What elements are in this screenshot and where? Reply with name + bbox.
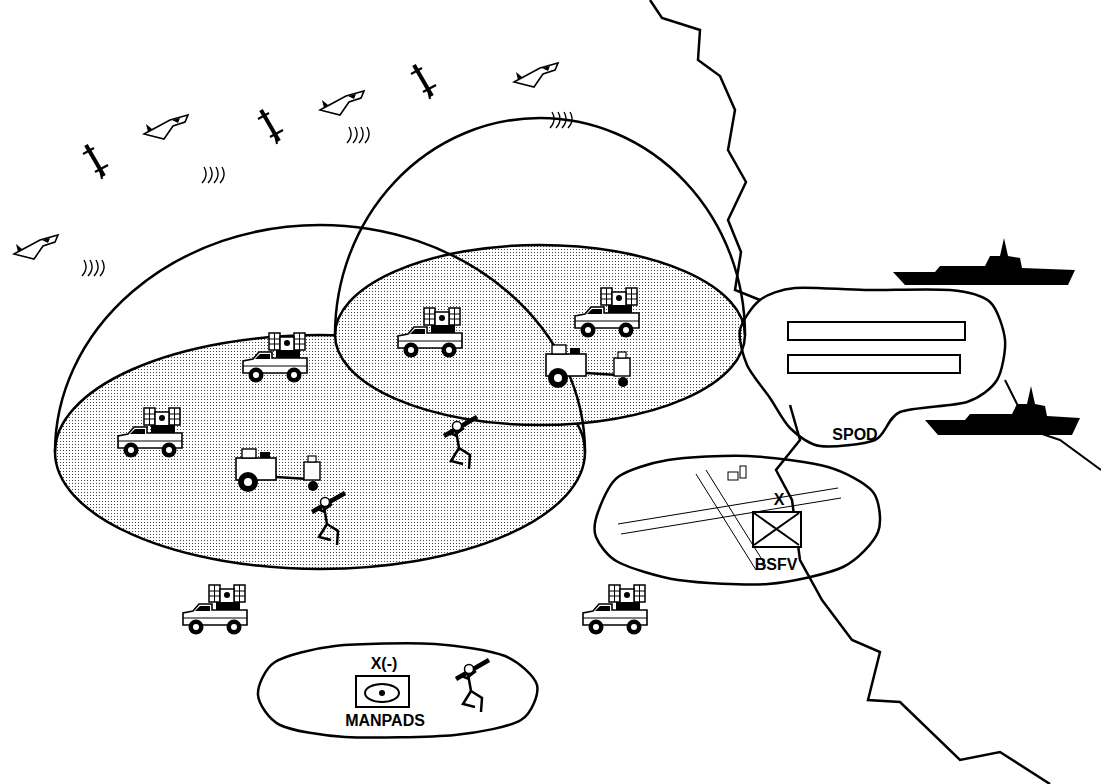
avenger-vehicle bbox=[575, 288, 639, 338]
pier bbox=[788, 322, 965, 340]
air-defense-dot bbox=[379, 690, 385, 696]
runway-edge bbox=[621, 498, 841, 534]
runway bbox=[618, 466, 841, 570]
node-label: MANPADS bbox=[345, 712, 425, 730]
ship bbox=[925, 386, 1080, 435]
coverage-dome bbox=[335, 118, 745, 335]
enemy-aircraft bbox=[514, 63, 558, 87]
node-label: X(-) bbox=[371, 655, 398, 673]
trailer-vehicle bbox=[236, 449, 320, 492]
avenger-vehicle bbox=[398, 308, 462, 358]
symbol-mark bbox=[754, 513, 800, 546]
unit-symbol: X(-) bbox=[355, 675, 410, 708]
signal-arcs bbox=[82, 260, 104, 276]
cruise-missile bbox=[83, 145, 108, 179]
manpads-soldier bbox=[456, 660, 489, 712]
port-area: SPOD bbox=[735, 280, 1010, 455]
airfield-area: BSFV X bbox=[588, 452, 883, 590]
coastline bbox=[650, 0, 1050, 784]
tower bbox=[728, 472, 738, 480]
avenger-vehicle bbox=[118, 408, 182, 458]
avenger-vehicle bbox=[183, 585, 247, 635]
area-border bbox=[258, 643, 537, 737]
area-outline bbox=[588, 452, 883, 590]
manpads-area: MANPADS X(-) bbox=[255, 640, 540, 740]
trailer-vehicle bbox=[546, 345, 630, 388]
unit-symbol: X bbox=[752, 511, 802, 548]
enemy-aircraft bbox=[14, 235, 58, 259]
symbol-mark bbox=[357, 677, 408, 706]
signal-arcs bbox=[202, 167, 224, 183]
ship bbox=[893, 238, 1075, 285]
manpads-soldier bbox=[444, 417, 477, 469]
area-border bbox=[740, 288, 1006, 447]
manpads-soldier bbox=[312, 493, 345, 545]
enemy-aircraft bbox=[144, 115, 188, 139]
tower bbox=[740, 466, 746, 478]
avenger-vehicle bbox=[243, 333, 307, 383]
signal-arcs bbox=[550, 112, 572, 128]
coverage-base bbox=[335, 245, 745, 425]
runway-edge bbox=[696, 474, 756, 570]
avenger-vehicle bbox=[583, 585, 647, 635]
node-label: X bbox=[774, 491, 785, 509]
infantry-cross bbox=[754, 513, 799, 545]
area-border bbox=[595, 456, 880, 585]
air-defense-mark bbox=[365, 684, 399, 702]
node-label: SPOD bbox=[832, 426, 877, 444]
signal-arcs bbox=[347, 127, 369, 143]
cruise-missile bbox=[411, 65, 436, 99]
enemy-aircraft bbox=[320, 91, 364, 115]
pier bbox=[788, 355, 960, 373]
cruise-missile bbox=[258, 110, 283, 144]
coverage-dome bbox=[55, 225, 585, 452]
node-label: BSFV bbox=[755, 556, 798, 574]
